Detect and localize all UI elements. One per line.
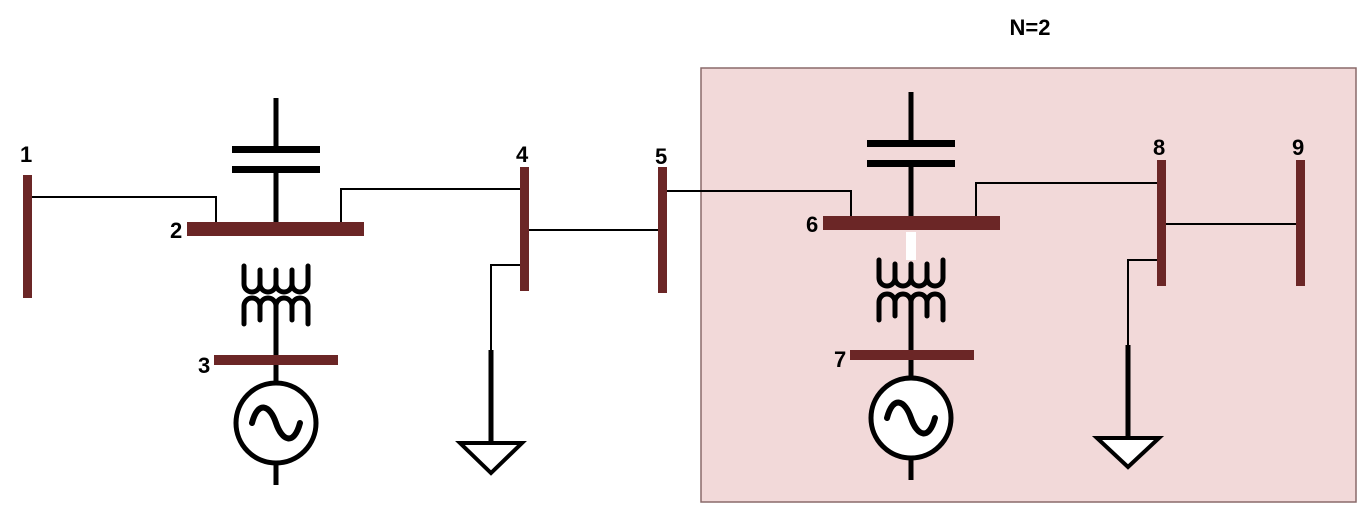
- bus-8: [1157, 160, 1166, 286]
- bus-9: [1296, 160, 1305, 286]
- bus-6: [823, 216, 1000, 230]
- line-1-2: [32, 196, 217, 222]
- bus-label-1: 1: [20, 142, 32, 167]
- bus-label-6: 6: [806, 212, 818, 237]
- bus-label-2: 2: [170, 218, 182, 243]
- diagram-title: N=2: [1010, 15, 1051, 40]
- capacitor-icon: [867, 92, 955, 216]
- ground-icon: [1091, 259, 1165, 470]
- bus-1: [23, 175, 32, 298]
- transformer-icon: [241, 263, 311, 355]
- capacitor-icon: [232, 98, 320, 222]
- bus-2: [187, 222, 364, 236]
- bus-label-3: 3: [198, 353, 210, 378]
- bus-3: [214, 355, 338, 365]
- bus-label-8: 8: [1153, 135, 1165, 160]
- bus-label-5: 5: [655, 144, 667, 169]
- bus-label-9: 9: [1292, 135, 1304, 160]
- bus-4: [520, 167, 529, 291]
- line-6-8: [975, 182, 1158, 216]
- bus-5: [658, 167, 667, 293]
- generator-icon: [233, 365, 319, 485]
- line-2-4: [340, 188, 522, 222]
- highlight-region: [700, 67, 1357, 503]
- bus-label-4: 4: [516, 142, 529, 167]
- transformer-icon: [876, 232, 946, 350]
- ground-icon: [455, 264, 527, 476]
- bus-label-7: 7: [834, 347, 846, 372]
- generator-icon: [868, 360, 954, 480]
- line-5-6: [667, 190, 852, 216]
- bus-7: [850, 350, 974, 360]
